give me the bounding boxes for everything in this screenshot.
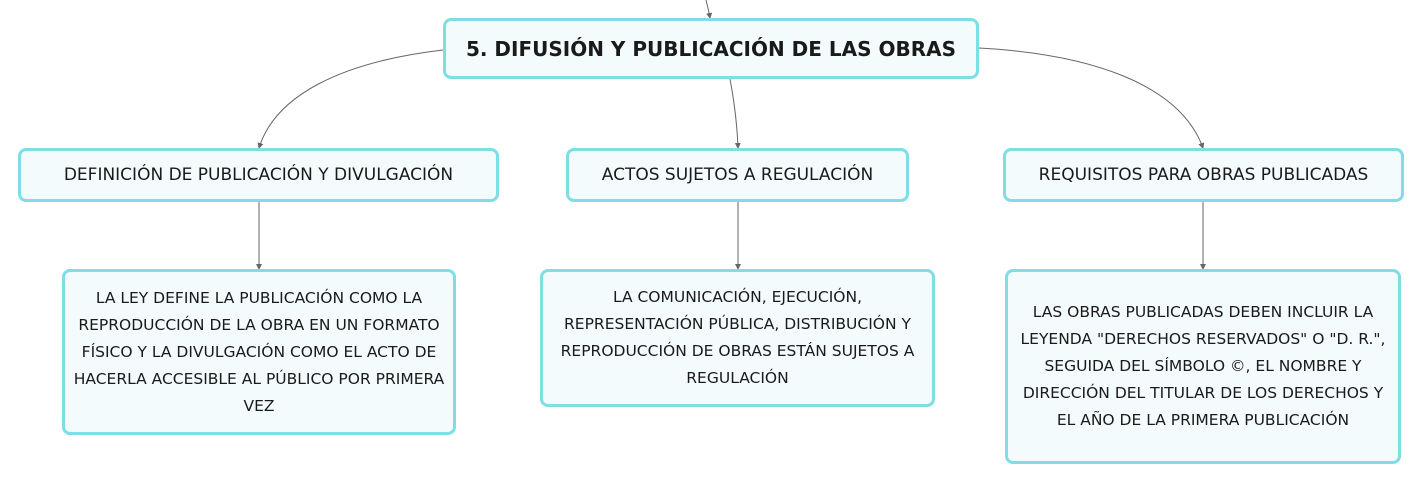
connector-root-to-branch-1 (257, 49, 444, 149)
leaf-text: LAS OBRAS PUBLICADAS DEBEN INCLUIR LA LE… (1020, 303, 1386, 429)
leaf-node-actos-detail[interactable]: LA COMUNICACIÓN, EJECUCIÓN, REPRESENTACI… (540, 269, 935, 407)
branch-title: REQUISITOS PARA OBRAS PUBLICADAS (1038, 165, 1369, 185)
branch-node-definicion[interactable]: DEFINICIÓN DE PUBLICACIÓN Y DIVULGACIÓN (18, 148, 499, 202)
connector-root-to-branch-3 (978, 47, 1205, 149)
branch-title: DEFINICIÓN DE PUBLICACIÓN Y DIVULGACIÓN (63, 165, 454, 185)
branch-node-actos[interactable]: ACTOS SUJETOS A REGULACIÓN (566, 148, 909, 202)
leaf-node-requisitos-detail[interactable]: LAS OBRAS PUBLICADAS DEBEN INCLUIR LA LE… (1005, 269, 1401, 464)
root-topic-node[interactable]: 5. DIFUSIÓN Y PUBLICACIÓN DE LAS OBRAS (443, 18, 979, 79)
connector-root-to-branch-2 (729, 78, 741, 149)
branch-title: ACTOS SUJETOS A REGULACIÓN (601, 165, 874, 185)
leaf-node-definicion-detail[interactable]: LA LEY DEFINE LA PUBLICACIÓN COMO LA REP… (62, 269, 456, 435)
leaf-text: LA LEY DEFINE LA PUBLICACIÓN COMO LA REP… (73, 288, 445, 415)
root-topic-title: 5. DIFUSIÓN Y PUBLICACIÓN DE LAS OBRAS (465, 36, 957, 61)
branch-node-requisitos[interactable]: REQUISITOS PARA OBRAS PUBLICADAS (1003, 148, 1404, 202)
connector-parent-to-root (705, 0, 713, 19)
leaf-text: LA COMUNICACIÓN, EJECUCIÓN, REPRESENTACI… (560, 288, 915, 387)
